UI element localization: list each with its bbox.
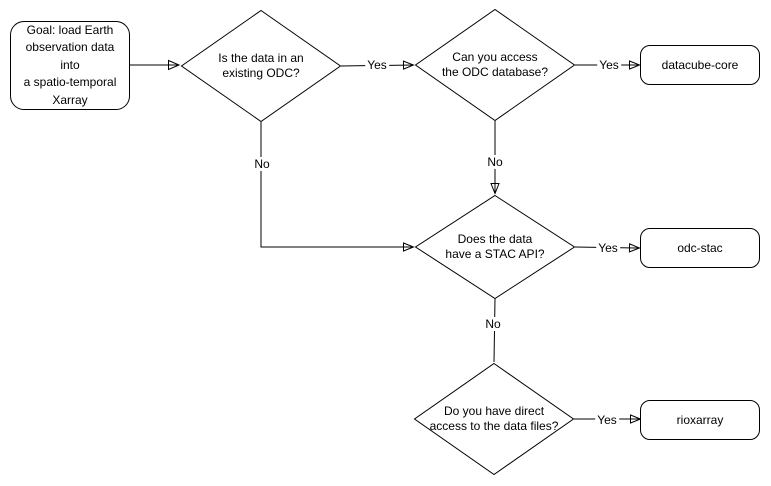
- goal-node: Goal: load Earth observation data into a…: [10, 21, 130, 110]
- edge-label-direct-access-yes: Yes: [595, 413, 619, 427]
- edge-existing-odc-no: [260, 122, 413, 247]
- diamond-shape: [414, 8, 576, 122]
- decision-odc-database-access: Can you access the ODC database?: [414, 8, 576, 122]
- goal-node-label: Goal: load Earth observation data into a…: [23, 23, 117, 107]
- edge-label-odc-access-yes: Yes: [597, 58, 621, 72]
- result-datacube-core-label: datacube-core: [661, 58, 739, 72]
- decision-existing-odc: Is the data in an existing ODC?: [180, 9, 342, 123]
- result-datacube-core: datacube-core: [640, 45, 760, 85]
- edge-label-odc-access-no: No: [485, 155, 505, 169]
- decision-direct-file-access: Do you have direct access to the data fi…: [413, 362, 575, 476]
- edge-label-stac-api-no: No: [483, 317, 503, 331]
- decision-stac-api: Does the data have a STAC API?: [414, 194, 576, 300]
- result-rioxarray-label: rioxarray: [676, 413, 724, 427]
- decision-existing-odc-label: Is the data in an existing ODC?: [218, 51, 304, 80]
- result-rioxarray: rioxarray: [640, 400, 760, 440]
- result-odc-stac-label: odc-stac: [677, 241, 723, 255]
- edge-label-existing-odc-yes: Yes: [365, 58, 389, 72]
- edge-label-existing-odc-no: No: [252, 157, 272, 171]
- edge-label-stac-api-yes: Yes: [596, 241, 620, 255]
- result-odc-stac: odc-stac: [640, 228, 760, 268]
- diamond-shape: [180, 9, 342, 123]
- diamond-shape: [414, 194, 576, 300]
- decision-odc-database-access-label: Can you access the ODC database?: [441, 50, 549, 79]
- diamond-shape: [413, 362, 575, 476]
- decision-stac-api-label: Does the data have a STAC API?: [445, 232, 545, 261]
- decision-direct-file-access-label: Do you have direct access to the data fi…: [429, 404, 559, 433]
